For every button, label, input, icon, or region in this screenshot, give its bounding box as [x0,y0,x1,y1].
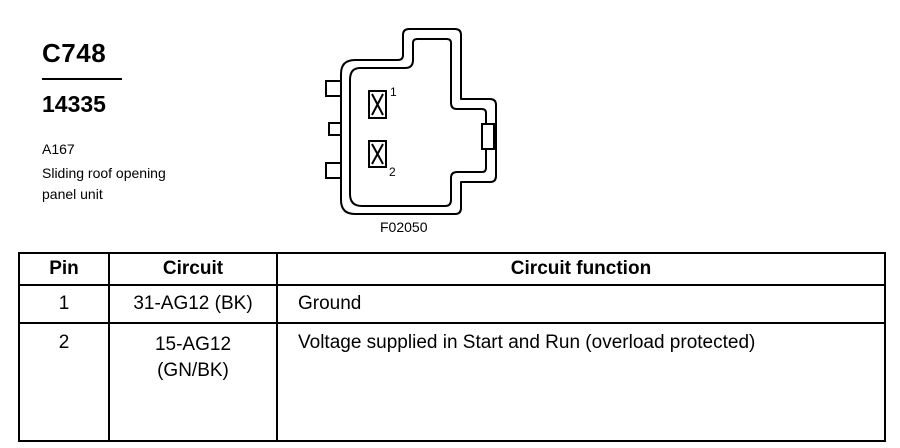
table-row: 1 31-AG12 (BK) Ground [18,284,886,324]
connector-housing [340,28,497,215]
pin-number: 1 [18,284,110,324]
circuit-code: 15-AG12 (GN/BK) [108,322,278,442]
circuit-function: Voltage supplied in Start and Run (overl… [276,322,886,442]
left-tab-middle [328,122,342,136]
figure-reference: F02050 [380,219,428,235]
component-name: Sliding roof opening panel unit [42,165,166,202]
left-tab-bottom [325,162,342,179]
connector-face-diagram: 1 2 [325,28,497,215]
pin-cavity-1 [368,90,387,119]
right-tab [481,123,495,150]
table-header-row: Pin Circuit Circuit function [18,252,886,286]
table-row: 2 15-AG12 (GN/BK) Voltage supplied in St… [18,322,886,442]
housing-tabs [325,80,495,179]
header-circuit-function: Circuit function [276,252,886,286]
part-number: 14335 [42,91,106,117]
pin-cavity-2 [368,140,387,168]
connector-id: C748 [42,38,107,68]
header-pin: Pin [18,252,110,286]
pin-function-table: Pin Circuit Circuit function 1 31-AG12 (… [18,252,886,442]
left-tab-top [325,80,342,97]
pin-label-1: 1 [390,85,397,99]
circuit-function: Ground [276,284,886,324]
connector-id-underline [42,78,122,80]
header-circuit: Circuit [108,252,278,286]
pin-label-2: 2 [389,165,396,179]
location-code: A167 [42,141,75,157]
pin-number: 2 [18,322,110,442]
circuit-code: 31-AG12 (BK) [108,284,278,324]
